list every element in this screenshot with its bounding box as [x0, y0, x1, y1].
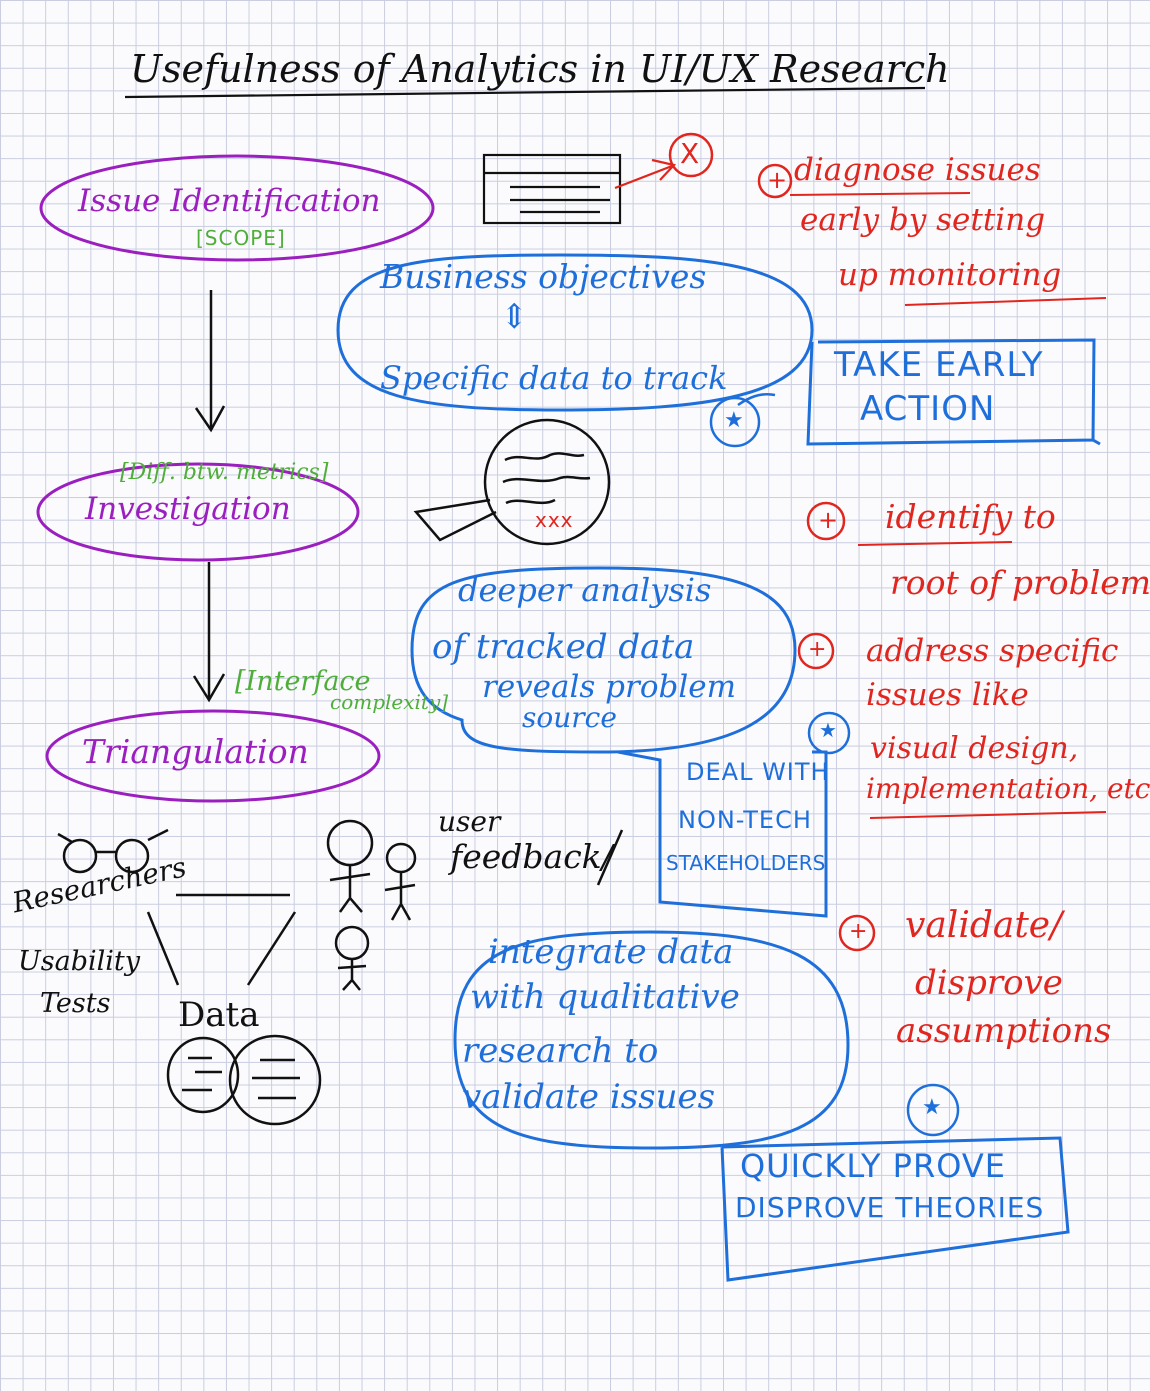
non-tech-line1: DEAL WITH	[686, 758, 830, 786]
x-mark-circle	[668, 132, 714, 178]
non-tech-line3: STAKEHOLDERS	[666, 851, 826, 875]
business-bubble	[336, 253, 814, 412]
star-circle-1	[709, 396, 761, 448]
diagnose-line2: early by setting	[800, 202, 1046, 238]
quick-prove-line2: DISPROVE THEORIES	[735, 1191, 1045, 1224]
interface-note-line2: complexity]	[330, 690, 449, 714]
flow-arrow-1	[194, 290, 226, 433]
deeper-bubble	[410, 566, 797, 754]
identify-line1: identify to	[885, 497, 1056, 536]
plus-circle-4	[838, 914, 876, 952]
issue-identification-label: Issue Identification	[78, 183, 381, 219]
integrate-line1: integrate data	[488, 932, 734, 972]
early-action-box	[806, 338, 1101, 446]
action-text: ACTION	[860, 389, 996, 429]
identify-line2: root of problem	[890, 563, 1150, 602]
non-tech-box	[617, 750, 828, 918]
xxx-mark: xxx	[535, 508, 574, 532]
validate-line2: disprove	[915, 963, 1063, 1003]
investigation-ellipse	[36, 462, 360, 562]
address-line1: address specific	[866, 633, 1119, 669]
plus-circle-2	[806, 501, 846, 541]
interface-note-line1: [Interface	[235, 666, 371, 697]
address-line4: implementation, etc	[866, 772, 1150, 805]
plus-circle-3	[797, 632, 835, 670]
address-line3: visual design,	[870, 731, 1079, 766]
business-objectives-text: Business objectives	[380, 257, 707, 296]
page-title: Usefulness of Analytics in UI/UX Researc…	[130, 47, 950, 91]
updown-arrow: ⇕	[500, 297, 529, 337]
validate-line1: validate/	[905, 905, 1063, 946]
star-mark-1: ★	[724, 408, 745, 433]
integrate-line2: with qualitative	[470, 977, 740, 1017]
dashboard-to-x-arrow	[614, 158, 677, 190]
insight-sketch	[413, 418, 611, 546]
issue-identification-ellipse	[39, 154, 435, 262]
deeper-line2: of tracked data	[432, 627, 695, 667]
dashboard-sketch	[482, 153, 622, 225]
diagnose-line3: up monitoring	[838, 257, 1062, 293]
usability-label: Usability	[18, 946, 141, 977]
deeper-line1: deeper analysis	[458, 571, 712, 609]
data-label: Data	[178, 995, 260, 1035]
star-mark-2: ★	[819, 718, 838, 742]
scope-note: [SCOPE]	[196, 226, 286, 250]
integrate-line4: validate issues	[462, 1077, 716, 1117]
take-early-text: TAKE EARLY	[834, 345, 1044, 385]
flow-arrow-2	[192, 562, 226, 703]
plus-mark-3: +	[808, 637, 828, 662]
user-label: user	[438, 805, 501, 838]
deeper-line4: source	[522, 701, 617, 734]
quick-prove-box	[720, 1136, 1070, 1282]
x-mark: X	[680, 137, 701, 170]
specific-data-text: Specific data to track	[380, 359, 728, 397]
star-mark-3: ★	[922, 1095, 943, 1120]
triangulation-ellipse	[45, 709, 381, 803]
plus-mark-2: +	[818, 506, 840, 534]
deeper-line3: reveals problem	[482, 669, 737, 705]
integrate-bubble	[453, 930, 850, 1150]
validate-line3: assumptions	[896, 1011, 1112, 1051]
tests-label: Tests	[40, 988, 111, 1019]
plus-circle-1	[757, 163, 793, 199]
star-circle-3	[906, 1083, 960, 1137]
plus-mark-1: +	[767, 166, 789, 194]
non-tech-line2: NON-TECH	[678, 806, 812, 834]
star-circle-2	[807, 711, 851, 755]
address-line2: issues like	[866, 677, 1029, 713]
triangulation-label: Triangulation	[82, 732, 309, 771]
triangulation-sketch	[57, 819, 624, 1126]
feedback-label: feedback/	[450, 837, 613, 876]
quick-prove-line1: QUICKLY PROVE	[740, 1147, 1006, 1185]
investigation-note: [Diff. btw. metrics]	[120, 460, 329, 485]
plus-mark-4: +	[849, 919, 869, 944]
integrate-line3: research to	[462, 1031, 659, 1071]
investigation-label: Investigation	[85, 491, 291, 527]
title-underline	[124, 86, 926, 99]
diagnose-line1: diagnose issues	[794, 152, 1041, 188]
